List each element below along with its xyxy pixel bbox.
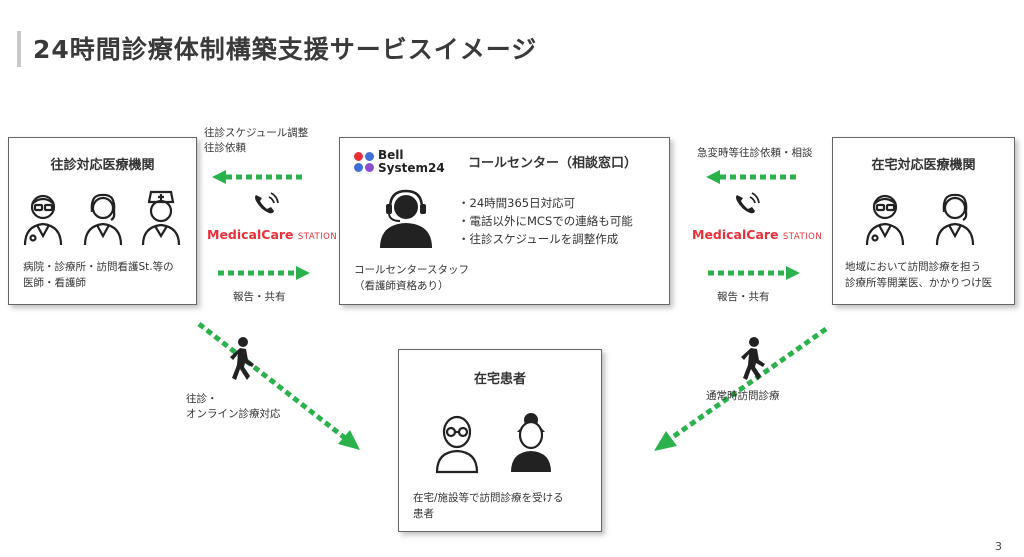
elderly-woman-icon [511, 413, 551, 472]
left-arrow-to-clinic [212, 170, 306, 184]
left-diag-line1: 往診・ [186, 393, 218, 405]
house-call-institution-box: 往診対応医療機関 病院・診療所・訪問看護St.等の [8, 137, 197, 305]
home-care-institution-desc: 地域において訪問診療を担う 診療所等開業医、かかりつけ医 [845, 259, 992, 291]
house-call-institution-desc: 病院・診療所・訪問看護St.等の 医師・看護師 [23, 259, 174, 291]
nurse-icon [141, 190, 181, 246]
patient-desc-line1: 在宅/施設等で訪問診療を受ける [413, 492, 564, 504]
headset-operator-icon [380, 189, 432, 248]
left-mcs-sub: STATION [297, 232, 338, 242]
bell-system24-logo-icon [354, 152, 374, 172]
home-patient-box: 在宅患者 在宅/施設等で訪問診療を受ける 患者 [398, 349, 602, 532]
logo-line1: Bell [378, 148, 404, 162]
call-center-box: Bell System24 コールセンター（相談窓口） ・24時間365日対応可… [339, 137, 670, 305]
walking-person-icon [741, 337, 765, 380]
doctors-icons [23, 190, 181, 246]
left-bottom-label: 報告・共有 [233, 291, 286, 303]
left-diag-line2: オンライン診療対応 [186, 408, 281, 420]
right-top-label: 急変時等往診依頼・相談 [697, 147, 813, 159]
call-center-staff: コールセンタースタッフ （看護師資格あり） [354, 262, 469, 294]
home-care-doctors-icons [865, 193, 975, 246]
right-mcs-logo: MedicalCare STATION [692, 227, 822, 242]
right-bottom-label: 報告・共有 [717, 291, 770, 303]
left-top-label-line2: 往診依頼 [204, 142, 246, 154]
left-mcs-main: MedicalCare [207, 227, 294, 242]
logo-line2: System24 [378, 161, 445, 175]
male-doctor-icon [865, 194, 905, 246]
bullet-3: ・往診スケジュールを調整作成 [458, 232, 619, 246]
elderly-man-icon [435, 415, 479, 474]
house-call-desc-line2: 医師・看護師 [23, 277, 86, 289]
title-accent-bar [17, 31, 21, 67]
home-care-desc-line2: 診療所等開業医、かかりつけ医 [845, 277, 993, 289]
home-care-institution-box: 在宅対応医療機関 地域において訪問診療を担う 診療所等開業医、かかりつけ医 [832, 137, 1015, 305]
diagonal-arrow-right-to-patient [654, 326, 828, 451]
house-call-institution-title: 往診対応医療機関 [50, 158, 155, 173]
right-arrow-to-callcenter-left [218, 266, 310, 280]
male-doctor-icon [23, 194, 63, 246]
page-title: 24時間診療体制構築支援サービスイメージ [33, 35, 538, 64]
left-arrow-to-callcenter-right [706, 170, 800, 184]
bullet-2: ・電話以外にMCSでの連絡も可能 [458, 214, 633, 228]
phone-icon [255, 192, 279, 214]
female-doctor-icon [935, 193, 975, 246]
patient-desc-line2: 患者 [413, 508, 434, 520]
page-number: 3 [995, 540, 1002, 553]
right-mcs-sub: STATION [782, 232, 823, 242]
call-center-bullets: ・24時間365日対応可 ・電話以外にMCSでの連絡も可能 ・往診スケジュールを… [458, 194, 633, 248]
bell-system24-logo-text: Bell System24 [378, 149, 445, 175]
right-diagonal-label: 通常時訪問診療 [706, 390, 780, 402]
home-care-desc-line1: 地域において訪問診療を担う [845, 261, 982, 273]
staff-line2: （看護師資格あり） [354, 280, 449, 292]
bullet-1: ・24時間365日対応可 [458, 196, 576, 210]
left-mcs-logo: MedicalCare STATION [207, 227, 337, 242]
left-top-label: 往診スケジュール調整 往診依頼 [204, 126, 308, 156]
left-top-label-line1: 往診スケジュール調整 [204, 127, 309, 139]
call-center-title: コールセンター（相談窓口） [468, 156, 638, 171]
right-mcs-main: MedicalCare [692, 227, 779, 242]
home-patient-title: 在宅患者 [473, 372, 526, 387]
right-arrow-to-home-care [708, 266, 800, 280]
patients-icons [435, 413, 551, 474]
diagonal-arrow-left-to-patient [197, 322, 360, 450]
female-staff-icon [83, 193, 123, 246]
walking-person-icon [230, 337, 254, 380]
house-call-desc-line1: 病院・診療所・訪問看護St.等の [23, 261, 174, 273]
home-patient-desc: 在宅/施設等で訪問診療を受ける 患者 [413, 490, 564, 522]
left-diagonal-label: 往診・ オンライン診療対応 [186, 392, 281, 422]
staff-line1: コールセンタースタッフ [354, 264, 469, 276]
phone-icon [736, 192, 760, 214]
home-care-institution-title: 在宅対応医療機関 [871, 158, 976, 173]
